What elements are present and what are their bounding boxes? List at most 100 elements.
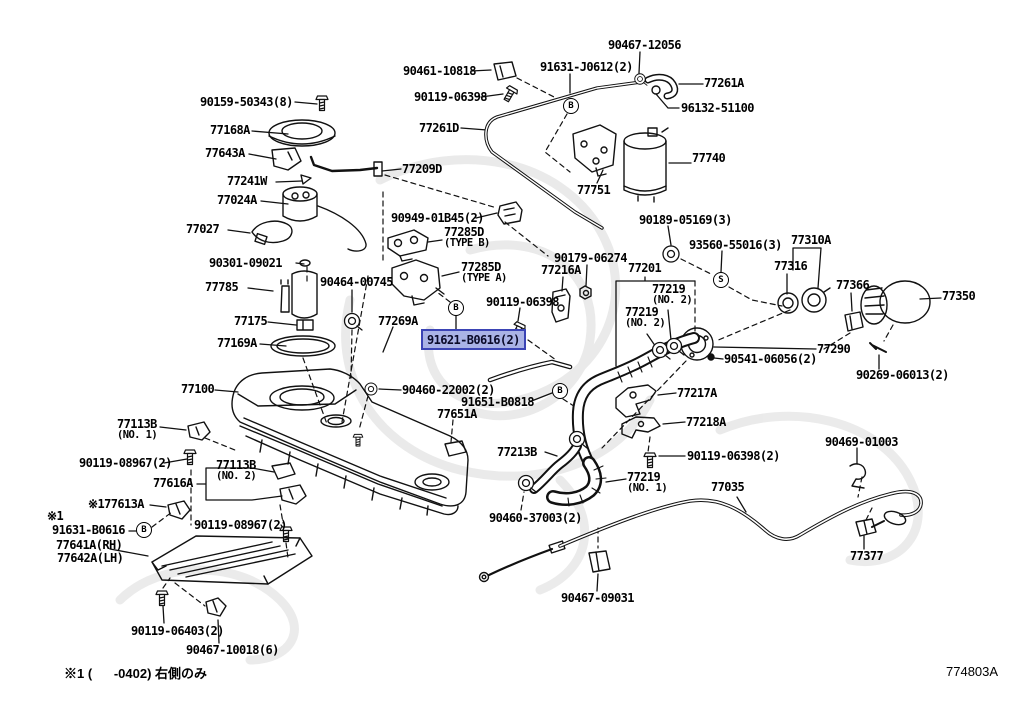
bracket-77217A-drawing [615,384,657,418]
part-label-9030109021[interactable]: 90301-09021 [209,256,282,270]
part-label-77219[interactable]: 77219(NO. 2) [652,282,693,307]
part-label-77216A[interactable]: 77216A [541,263,581,277]
part-label-77261D[interactable]: 77261D [419,121,459,135]
part-label-77213B[interactable]: 77213B [497,445,537,459]
part-label-90119089672[interactable]: 90119-08967(2) [194,518,287,532]
part-label-9011906398[interactable]: 90119-06398 [486,295,559,309]
part-label-90269060132[interactable]: 90269-06013(2) [856,368,949,382]
part-label-77024A[interactable]: 77024A [217,193,257,207]
part-label-90159503438[interactable]: 90159-50343(8) [200,95,293,109]
part-label-77035[interactable]: 77035 [711,480,745,494]
part-label-77751[interactable]: 77751 [577,183,611,197]
connector-circle-B: B [552,383,568,399]
part-label-77217A[interactable]: 77217A [677,386,717,400]
part-label-90119089672[interactable]: 90119-08967(2) [79,456,172,470]
part-label-77366[interactable]: 77366 [836,278,870,292]
filler-opening-parts-drawing [777,280,931,353]
part-label-77219[interactable]: 77219(NO. 1) [627,470,668,495]
part-label-sub: (NO. 1) [117,429,158,442]
tank-band-brackets-drawing [167,421,307,543]
part-label-77641ARH[interactable]: 77641A(RH) [56,538,123,552]
part-label-91651B0818[interactable]: 91651-B0818 [461,395,534,409]
charcoal-canister-77740-drawing [623,127,669,203]
fuel-pump-assembly-drawing [251,95,367,357]
part-label-77209D[interactable]: 77209D [402,162,442,176]
part-label-77285D[interactable]: 77285D(TYPE A) [461,260,507,285]
hose-77261A-drawing [634,73,679,100]
part-label-77290[interactable]: 77290 [817,342,851,356]
part-label-90467100186[interactable]: 90467-10018(6) [186,643,279,657]
part-label-177613A[interactable]: ※177613A [88,497,144,511]
bracket-77285D-typeB-drawing [387,229,429,262]
part-label-9046901003[interactable]: 90469-01003 [825,435,898,449]
shield-plate-77641A-drawing [151,535,313,617]
part-label-9017906274[interactable]: 90179-06274 [554,251,627,265]
hose-77213B-drawing [517,430,588,494]
part-label-9046712056[interactable]: 90467-12056 [608,38,681,52]
highlighted-part-label-91621B06162[interactable]: 91621-B0616(2) [421,329,526,350]
part-label-90541060562[interactable]: 90541-06056(2) [724,352,817,366]
part-label-77642ALH[interactable]: 77642A(LH) [57,551,124,565]
part-label-sub: (TYPE A) [461,272,507,285]
part-label-77616A[interactable]: 77616A [153,476,193,490]
fuel-lid-cable-and-tube-drawing [478,463,923,583]
part-label-77350[interactable]: 77350 [942,289,976,303]
part-label-77269A[interactable]: 77269A [378,314,418,328]
part-label-9046110818[interactable]: 90461-10818 [403,64,476,78]
connector-circle-B: B [136,522,152,538]
footnote: ※1 ( -0402) 右側のみ [64,666,208,681]
part-label-77651A[interactable]: 77651A [437,407,477,421]
part-label-90189051693[interactable]: 90189-05169(3) [639,213,732,227]
connector-circle-S: S [713,272,729,288]
part-label-77169A[interactable]: 77169A [217,336,257,350]
part-label-91631J06122[interactable]: 91631-J0612(2) [540,60,633,74]
part-label-77113B[interactable]: 77113B(NO. 1) [117,417,158,442]
part-label-sub: (TYPE B) [444,237,490,250]
part-label-77316[interactable]: 77316 [774,259,808,273]
part-label-77740[interactable]: 77740 [692,151,726,165]
part-label-90119064032[interactable]: 90119-06403(2) [131,624,224,638]
fuel-tank-77100-drawing [231,368,469,516]
pipe-77261D-drawing [484,80,643,230]
part-label-77201[interactable]: 77201 [628,261,662,275]
part-label-90460370032[interactable]: 90460-37003(2) [489,511,582,525]
part-label-90119063982[interactable]: 90119-06398(2) [687,449,780,463]
part-label-77643A[interactable]: 77643A [205,146,245,160]
diagram-code: 774803A [946,664,999,679]
part-label-77027[interactable]: 77027 [186,222,220,236]
part-label-77377[interactable]: 77377 [850,549,884,563]
part-label-77100[interactable]: 77100 [181,382,215,396]
part-label-1[interactable]: ※1 [47,509,64,523]
bracket-77285D-typeA-drawing [391,259,445,306]
part-label-77218A[interactable]: 77218A [686,415,726,429]
connector-circle-B: B [448,300,464,316]
part-label-77175[interactable]: 77175 [234,314,268,328]
fuel-pipe-77209D-drawing [309,155,383,177]
part-label-93560550163[interactable]: 93560-55016(3) [689,238,782,252]
part-label-90460220022[interactable]: 90460-22002(2) [402,383,495,397]
part-label-sub: (NO. 2) [216,470,257,483]
part-label-9613251100[interactable]: 96132-51100 [681,101,754,115]
clamp-90949-drawing [497,201,523,225]
part-label-9046709031[interactable]: 90467-09031 [561,591,634,605]
part-label-77219[interactable]: 77219(NO. 2) [625,305,666,330]
connector-circle-B: B [563,98,579,114]
part-label-9011906398[interactable]: 90119-06398 [414,90,487,104]
grommet-90189-drawing [662,245,680,263]
part-label-77261A[interactable]: 77261A [704,76,744,90]
part-label-77113B[interactable]: 77113B(NO. 2) [216,458,257,483]
part-label-77310A[interactable]: 77310A [791,233,831,247]
part-label-91631B0616[interactable]: 91631-B0616 [52,523,125,537]
part-label-9046400745[interactable]: 90464-00745 [320,275,393,289]
part-label-77285D[interactable]: 77285D(TYPE B) [444,225,490,250]
part-label-sub: (NO. 2) [652,294,693,307]
filler-pipe-77201-drawing [487,332,700,507]
part-label-sub: (NO. 2) [625,317,666,330]
part-label-sub: (NO. 1) [627,482,668,495]
part-label-77168A[interactable]: 77168A [210,123,250,137]
part-label-77241W[interactable]: 77241W [227,174,267,188]
clip-90461-drawing [493,61,520,105]
part-label-9094901B452[interactable]: 90949-01B45(2) [391,211,484,225]
part-label-77785[interactable]: 77785 [205,280,239,294]
